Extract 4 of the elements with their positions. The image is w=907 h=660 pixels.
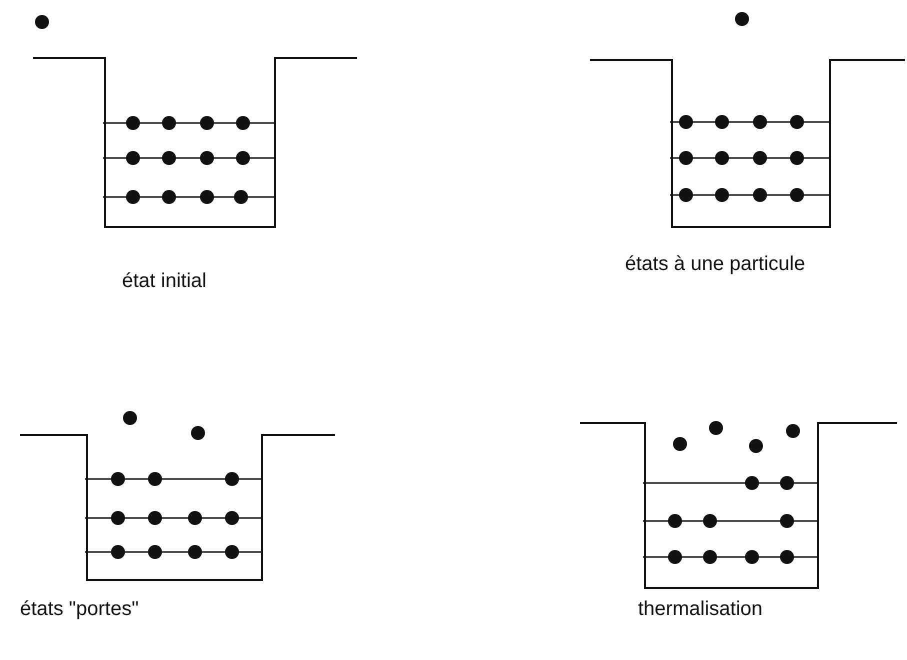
panel-caption: états "portes" bbox=[20, 598, 139, 621]
panel-caption: états à une particule bbox=[625, 253, 806, 276]
panel-caption: état initial bbox=[122, 270, 206, 293]
panel-caption: thermalisation bbox=[638, 598, 763, 621]
